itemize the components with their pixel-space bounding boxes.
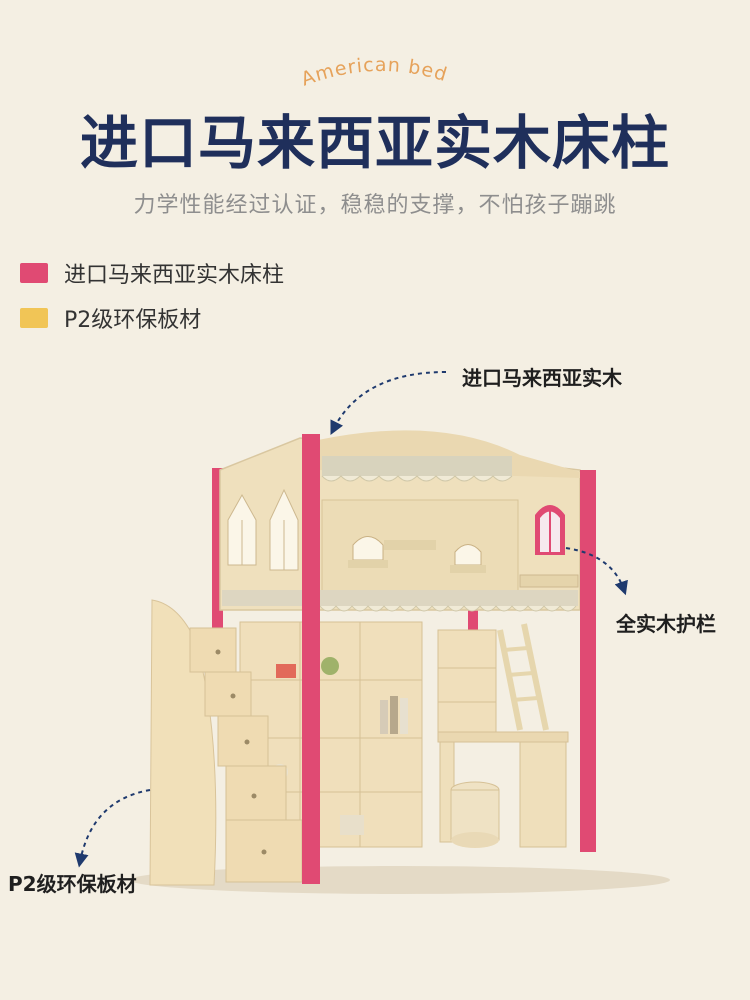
page-subtitle: 力学性能经过认证，稳稳的支撑，不怕孩子蹦跳 bbox=[133, 193, 617, 218]
legend-label: P2级环保板材 bbox=[64, 308, 202, 333]
callout-board: P2级环保板材 bbox=[8, 872, 137, 896]
callout-guardrail: 全实木护栏 bbox=[616, 612, 716, 636]
desk-area bbox=[437, 623, 569, 848]
front-right-post bbox=[580, 470, 596, 852]
legend-swatch-yellow bbox=[20, 308, 48, 328]
arrow-top bbox=[330, 371, 447, 436]
front-left-post bbox=[302, 434, 320, 884]
staircase bbox=[149, 599, 303, 886]
american-bed-tag: American bed bbox=[296, 48, 466, 96]
tag-text: American bed bbox=[298, 54, 449, 91]
loft-bed-illustration bbox=[74, 371, 670, 894]
legend-item-board: P2级环保板材 bbox=[20, 302, 201, 334]
page-title: 进口马来西亚实木床柱 bbox=[79, 109, 670, 177]
arrow-right bbox=[565, 547, 628, 596]
arrow-left bbox=[74, 789, 151, 868]
svg-text:American bed: American bed bbox=[298, 54, 450, 91]
legend-swatch-pink bbox=[20, 263, 48, 283]
callout-solid-wood: 进口马来西亚实木 bbox=[462, 366, 622, 390]
back-left-post bbox=[212, 468, 223, 628]
loft-house bbox=[219, 430, 581, 612]
legend-label: 进口马来西亚实木床柱 bbox=[64, 263, 285, 288]
legend-item-posts: 进口马来西亚实木床柱 bbox=[20, 257, 284, 289]
